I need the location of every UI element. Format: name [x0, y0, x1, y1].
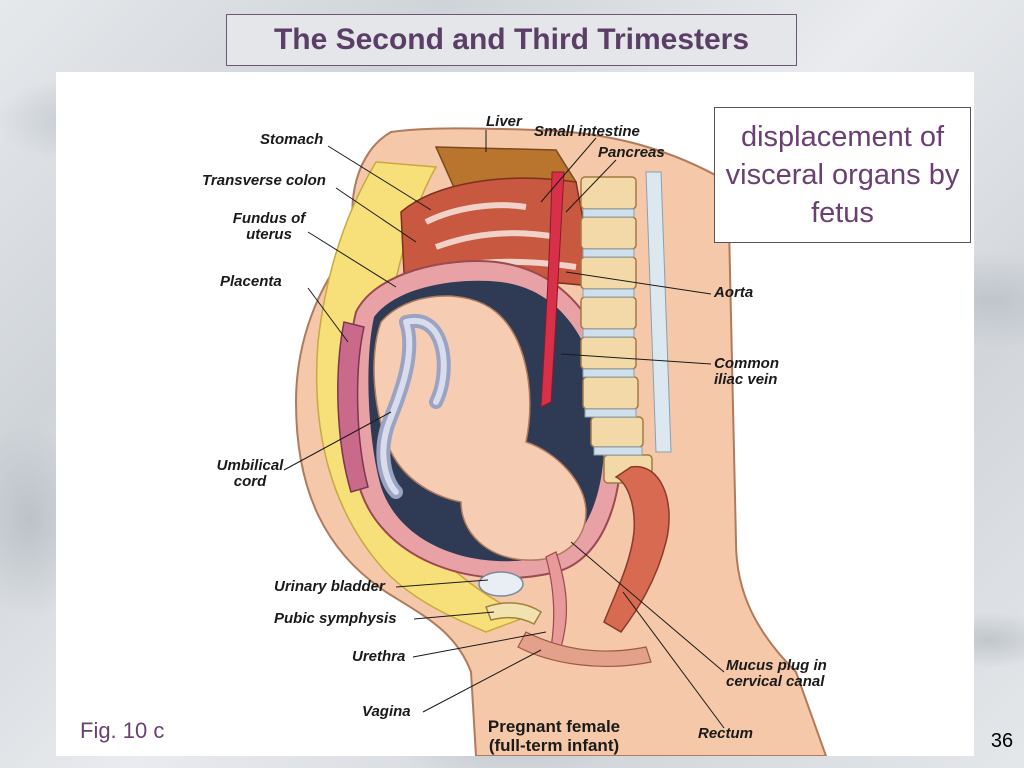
label-figure-line1: Pregnant female — [487, 717, 621, 736]
label-iliac-line1: Common — [714, 355, 779, 372]
label-rectum: Rectum — [698, 725, 754, 742]
label-mucus-line1: Mucus plug in — [726, 657, 827, 674]
label-figure-line2: (full-term infant) — [488, 736, 620, 755]
label-fundus-of-uterus: Fundus of uterus — [224, 211, 314, 243]
label-mucus-line2: cervical canal — [726, 673, 825, 690]
label-umbilical-line2: cord — [233, 473, 267, 490]
label-common-iliac-vein: Common iliac vein — [714, 356, 779, 388]
label-urinary-bladder: Urinary bladder — [274, 578, 385, 595]
pregnant-female-cross-section-illustration — [283, 127, 828, 756]
label-small-intestine: Small intestine — [534, 123, 640, 140]
label-mucus-plug-cervical-canal: Mucus plug in cervical canal — [726, 658, 827, 690]
note-box: displacement of visceral organs by fetus — [714, 107, 971, 243]
label-transverse-colon: Transverse colon — [202, 172, 326, 189]
label-iliac-line2: iliac vein — [714, 371, 778, 388]
label-placenta: Placenta — [220, 273, 282, 290]
page-number: 36 — [990, 730, 1014, 752]
label-vagina: Vagina — [362, 703, 411, 720]
label-umbilical-line1: Umbilical — [216, 457, 284, 474]
figure-caption: Fig. 10 c — [80, 718, 165, 743]
label-umbilical-cord: Umbilical cord — [210, 458, 290, 490]
label-liver: Liver — [486, 113, 522, 130]
label-pancreas: Pancreas — [598, 144, 665, 161]
label-fundus-line1: Fundus of — [232, 210, 306, 227]
label-fundus-line2: uterus — [246, 226, 292, 243]
label-pregnant-female: Pregnant female (full-term infant) — [474, 717, 634, 755]
label-stomach: Stomach — [260, 131, 324, 148]
label-pubic-symphysis: Pubic symphysis — [274, 610, 397, 627]
label-urethra: Urethra — [352, 648, 406, 665]
label-aorta: Aorta — [714, 284, 754, 301]
slide-title: The Second and Third Trimesters — [226, 14, 797, 66]
